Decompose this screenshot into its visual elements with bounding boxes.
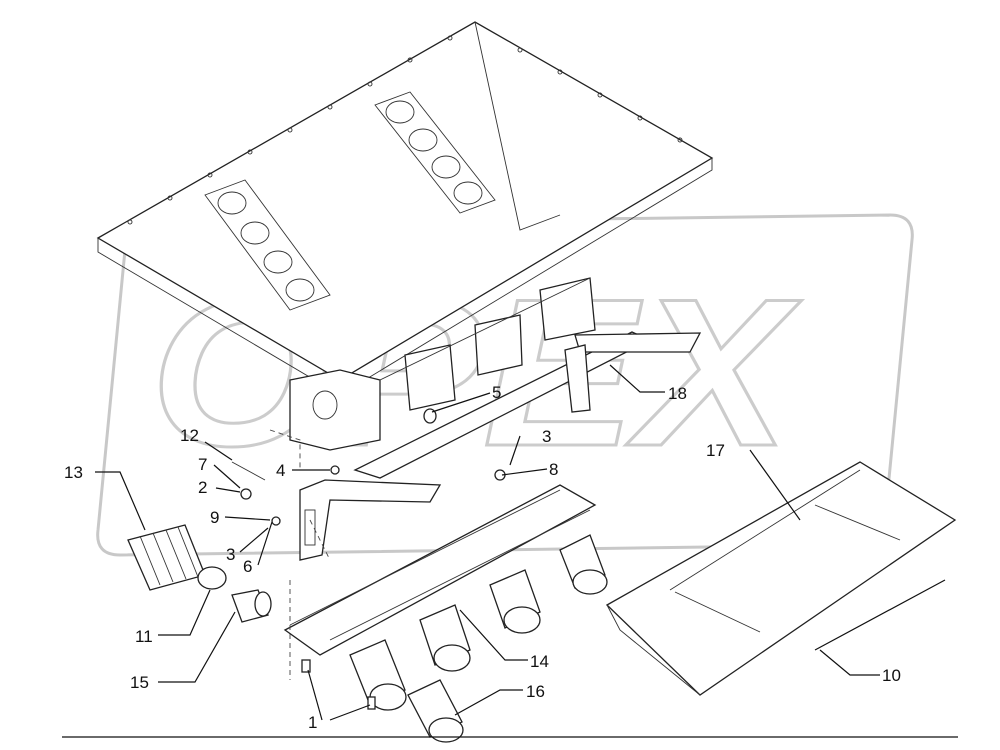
edge-holes (127, 35, 683, 225)
callout-5: 5 (492, 383, 501, 402)
lever-bracket (299, 479, 442, 561)
callout-2: 2 (198, 478, 207, 497)
callout-18: 18 (668, 384, 687, 403)
tube-16 (407, 679, 464, 743)
callouts: 1 2 3 3 4 5 6 7 8 9 10 11 12 13 14 15 16… (64, 383, 901, 732)
port-strip-left (204, 179, 331, 311)
callout-3: 3 (226, 545, 235, 564)
outlet-tubes (349, 534, 608, 711)
callout-9: 9 (210, 508, 219, 527)
sleeve-15 (231, 589, 272, 623)
callout-10: 10 (882, 666, 901, 685)
hopper-plate (96, 21, 714, 396)
callout-1: 1 (308, 713, 317, 732)
callout-8: 8 (549, 460, 558, 479)
assembly-lines (269, 429, 331, 680)
port-strip-right (374, 91, 496, 214)
callout-7: 7 (198, 455, 207, 474)
callout-13: 13 (64, 463, 83, 482)
leader-lines (95, 364, 880, 721)
callout-12: 12 (180, 426, 199, 445)
callout-15: 15 (130, 673, 149, 692)
hopper-funnels (289, 277, 596, 451)
callout-14: 14 (530, 652, 549, 671)
callout-3: 3 (542, 427, 551, 446)
callout-16: 16 (526, 682, 545, 701)
hardware (231, 408, 506, 710)
tray-17 (605, 461, 957, 696)
metering-housing (283, 484, 608, 711)
callout-11: 11 (135, 627, 153, 646)
callout-17: 17 (706, 441, 725, 460)
clamp-11 (197, 566, 227, 590)
callout-6: 6 (243, 557, 252, 576)
shaft-assembly (353, 331, 702, 479)
callout-4: 4 (276, 461, 285, 480)
rod-10 (814, 579, 946, 651)
bellows-13 (127, 524, 206, 591)
